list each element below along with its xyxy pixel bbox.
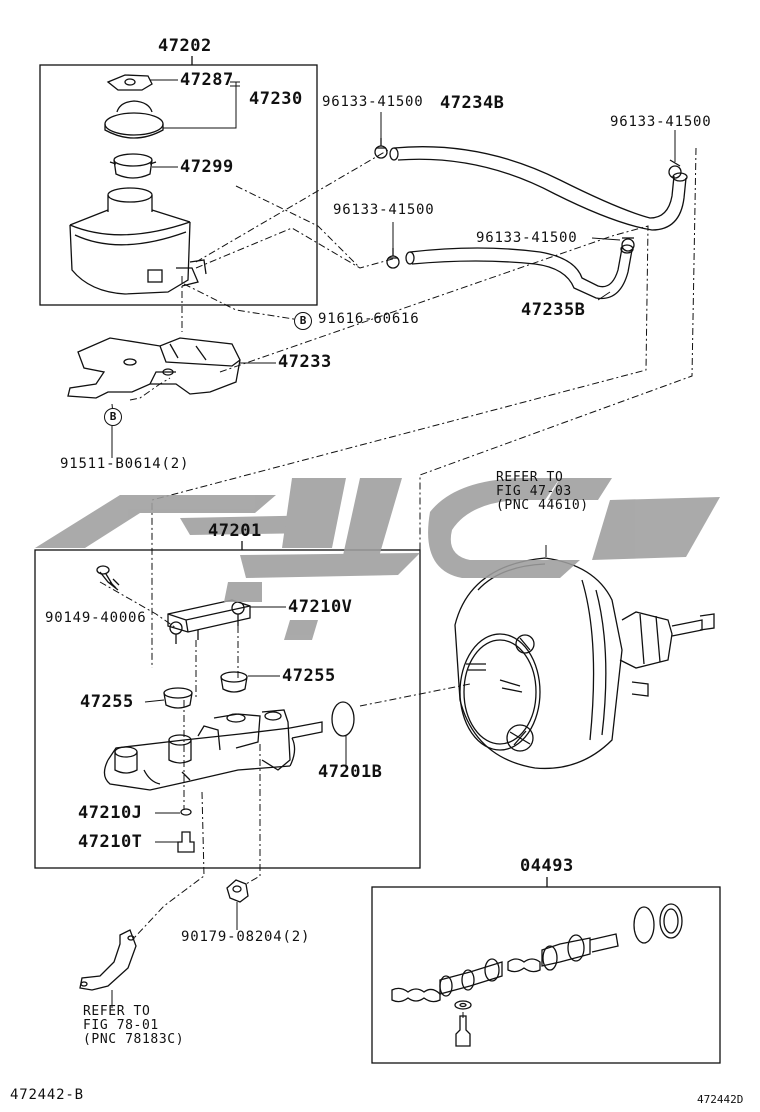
label-47235b: 47235B [521, 300, 586, 320]
strainer-part [109, 153, 157, 179]
repair-kit-parts [391, 903, 683, 1047]
bolt-b-symbol-lower: B [104, 408, 122, 426]
hose-47234b-part [389, 146, 688, 231]
bleeder-plug-part [177, 831, 195, 853]
watermark-logo [35, 478, 720, 640]
grommet-parts [163, 671, 248, 709]
repair-kit-group-box [371, 886, 721, 1064]
label-47299: 47299 [180, 157, 234, 177]
label-47234b: 47234B [440, 93, 505, 113]
label-47230: 47230 [249, 89, 303, 109]
reservoir-group-box [39, 64, 318, 306]
leader-lines [111, 79, 676, 1018]
label-clip-mid-right: 96133-41500 [476, 230, 578, 246]
reservoir-cap-part [104, 100, 164, 139]
master-cylinder-part [103, 709, 323, 791]
bracket-ref-line-1: REFER TO [83, 1004, 151, 1019]
nut-part [226, 879, 249, 903]
label-47255-right: 47255 [282, 666, 336, 686]
bracket-47233-part [67, 337, 241, 399]
gasket-47287-part [106, 74, 153, 91]
hose-47235b-part [405, 244, 634, 300]
label-47201b: 47201B [318, 762, 383, 782]
footer-diagram-id: 472442-B [10, 1087, 84, 1103]
label-47210v: 47210V [288, 597, 353, 617]
master-cylinder-group-box [34, 549, 421, 869]
label-47202: 47202 [158, 36, 212, 56]
bracket-ref-line-2: FIG 78-01 [83, 1018, 159, 1033]
washer-part [180, 808, 192, 816]
label-47287: 47287 [180, 70, 234, 90]
label-47210t: 47210T [78, 832, 143, 852]
booster-ref-line-2: FIG 47-03 [496, 484, 572, 499]
bolt-b-symbol-upper: B [294, 312, 312, 330]
screw-part [96, 565, 120, 591]
label-90179-08204: 90179-08204(2) [181, 929, 311, 945]
footer-figure-code: 472442D [697, 1093, 744, 1106]
reservoir-tank-part [69, 187, 207, 295]
label-47210j: 47210J [78, 803, 143, 823]
booster-ref-line-1: REFER TO [496, 470, 564, 485]
label-clip-top-right: 96133-41500 [610, 114, 712, 130]
label-clip-mid-left: 96133-41500 [333, 202, 435, 218]
booster-ref-line-3: (PNC 44610) [496, 498, 589, 513]
bracket-ref-line-3: (PNC 78183C) [83, 1032, 185, 1047]
label-47233: 47233 [278, 352, 332, 372]
label-clip-top-left: 96133-41500 [322, 94, 424, 110]
label-91616-60616: 91616-60616 [318, 311, 420, 327]
guide-lines [99, 147, 697, 939]
label-90149-40006: 90149-40006 [45, 610, 147, 626]
label-47255-left: 47255 [80, 692, 134, 712]
pipe-bracket-part [79, 929, 137, 991]
booster-reference: REFER TO FIG 47-03 (PNC 44610) [496, 471, 589, 513]
o-ring-part [331, 701, 355, 737]
label-91511-b0614: 91511-B0614(2) [60, 456, 190, 472]
bracket-reference: REFER TO FIG 78-01 (PNC 78183C) [83, 1005, 184, 1047]
label-47201: 47201 [208, 521, 262, 541]
label-04493: 04493 [520, 856, 574, 876]
brake-booster-part [454, 557, 715, 770]
